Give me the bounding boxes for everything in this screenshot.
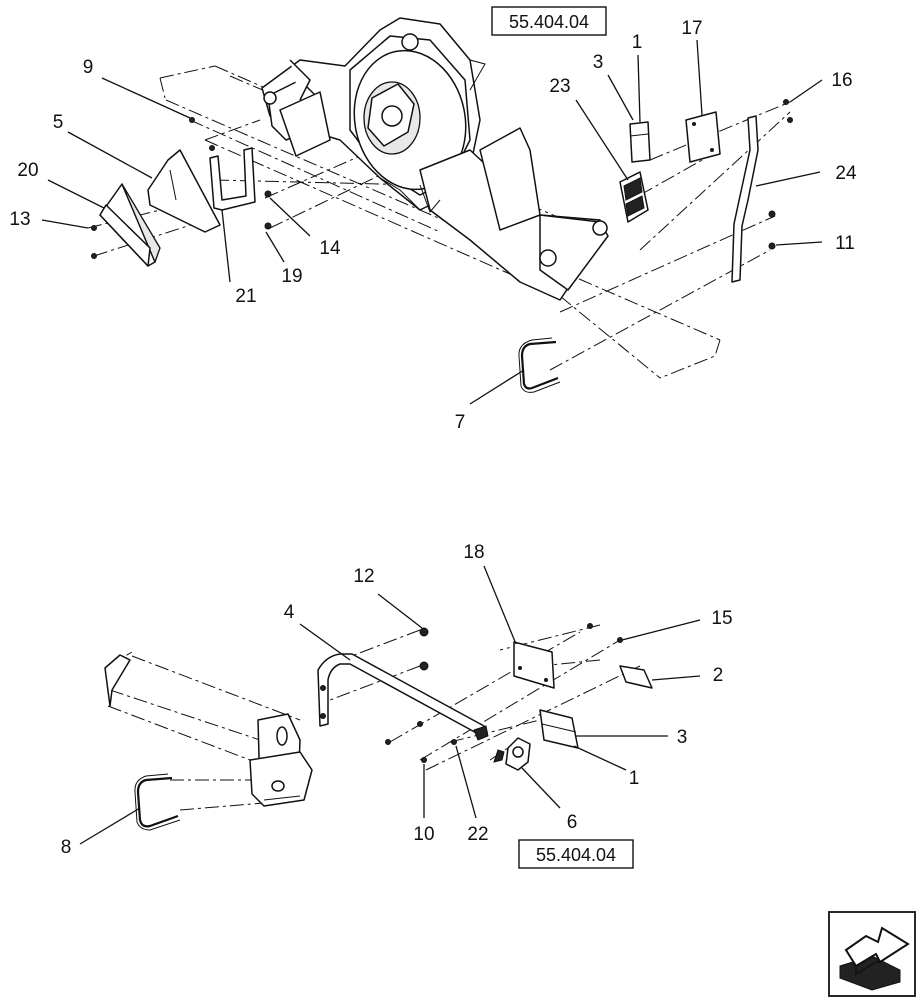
callout-2: 2 [713,665,724,686]
part-18-plate [513,641,555,689]
leader-lines [41,39,823,845]
callout-16: 16 [831,70,852,91]
reference-bottom: 55.404.04 [536,845,616,865]
callout-15: 15 [711,608,732,629]
part-2-decal [619,665,653,689]
callout-17: 17 [681,18,702,39]
callout-13: 13 [9,209,30,230]
part-17-plate [685,111,721,163]
callout-3-bottom: 3 [677,727,688,748]
part-4-bar [317,653,489,741]
callout-24: 24 [835,163,857,184]
callout-3-top: 3 [593,52,604,73]
callout-9: 9 [83,57,94,78]
callout-1-bottom: 1 [629,768,640,789]
part-21-bracket [209,147,256,211]
part-24-bar [731,115,759,283]
part-7-u-bolt [518,337,561,393]
callout-23: 23 [549,76,570,97]
callouts: 9 5 20 13 21 19 14 23 3 1 17 16 24 11 7 … [9,18,857,858]
part-20-smv-emblem [99,183,161,267]
mount-bracket-bottom [104,654,313,807]
callout-14: 14 [319,238,341,259]
hardware-top [91,99,793,259]
callout-18: 18 [463,542,484,563]
callout-12: 12 [353,566,374,587]
part-3-1-decals [629,121,651,163]
part-3-1-decals-bottom [539,709,579,749]
reference-box-bottom [518,839,634,869]
part-23-lamp [619,171,649,223]
callout-4: 4 [284,602,295,623]
next-page-arrow-icon[interactable] [828,911,916,997]
hardware-bottom [385,623,623,763]
callout-7: 7 [455,412,466,433]
callout-8: 8 [61,837,72,858]
callout-11: 11 [835,233,855,254]
part-5-triangle-plate [147,149,221,233]
reference-top: 55.404.04 [509,12,589,32]
callout-21: 21 [235,286,256,307]
callout-6: 6 [567,812,578,833]
callout-5: 5 [53,112,64,133]
callout-19: 19 [281,266,302,287]
callout-20: 20 [17,160,38,181]
callout-1-top: 1 [632,32,643,53]
part-8-u-bolt [134,773,181,831]
callout-10: 10 [413,824,434,845]
callout-22: 22 [467,824,488,845]
frame-assembly [261,17,609,301]
part-6-lamp [493,737,531,771]
reference-box-top [491,6,607,36]
